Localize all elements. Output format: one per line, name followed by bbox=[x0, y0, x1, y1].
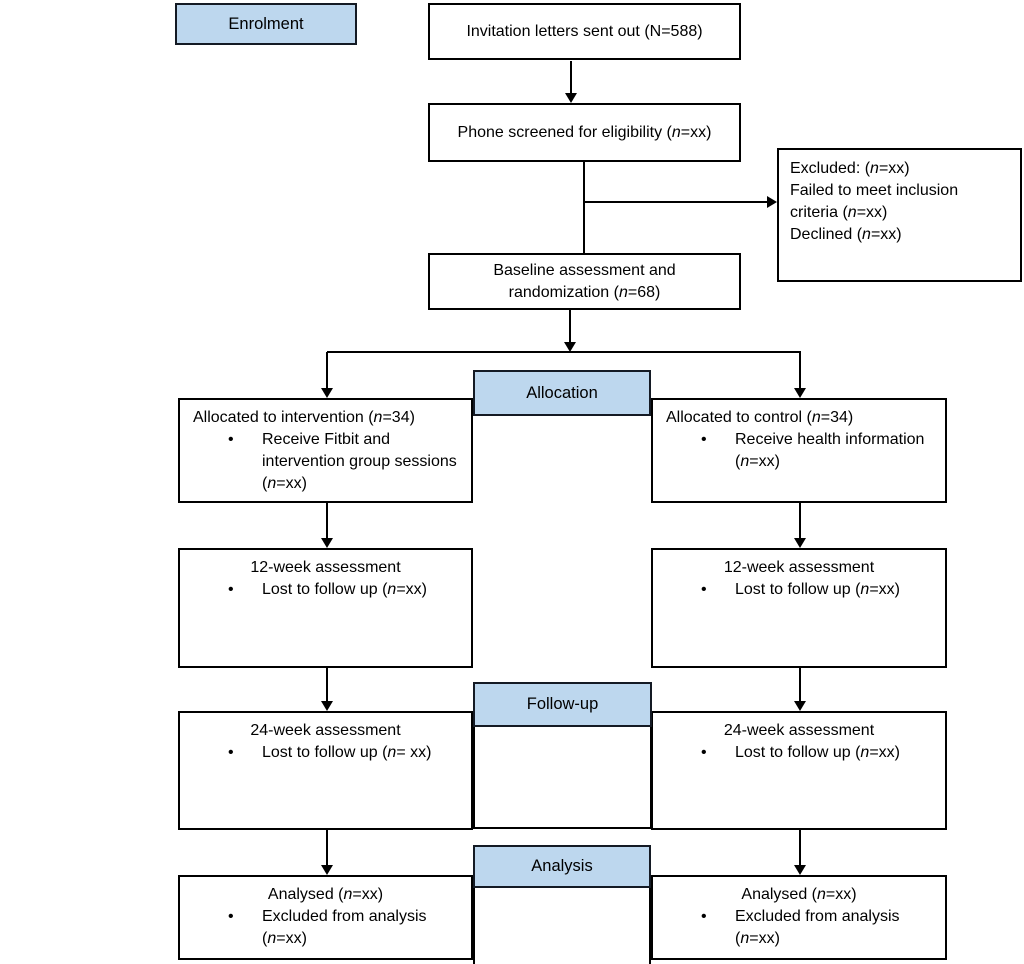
box-analysed-control: Analysed (n=xx) • Excluded from analysis… bbox=[651, 875, 947, 960]
bullet-icon: • bbox=[701, 744, 707, 761]
stage-label-allocation: Allocation bbox=[473, 370, 651, 416]
bullet-item: • Excluded from analysis (n=xx) bbox=[220, 906, 471, 950]
bullet-icon: • bbox=[701, 581, 707, 598]
arrow-intervention-to-12wk bbox=[321, 503, 333, 548]
arrow-invitation-to-phone bbox=[565, 61, 577, 103]
box-text: 24-week assessment bbox=[723, 722, 875, 739]
bullet-text: Receive Fitbit and intervention group se… bbox=[262, 431, 457, 492]
bullet-item: • Lost to follow up (n=xx) bbox=[693, 579, 945, 601]
box-excluded: Excluded: (n=xx) Failed to meet inclusio… bbox=[777, 148, 1022, 282]
bullet-icon: • bbox=[228, 744, 234, 761]
box-allocated-intervention: Allocated to intervention (n=34) • Recei… bbox=[178, 398, 473, 503]
bullet-item: • Excluded from analysis (n=xx) bbox=[693, 906, 945, 950]
line-phone-to-baseline bbox=[583, 162, 585, 253]
bullet-text: Excluded from analysis (n=xx) bbox=[262, 908, 427, 947]
bullet-icon: • bbox=[228, 431, 234, 448]
box-12wk-control: 12-week assessment • Lost to follow up (… bbox=[651, 548, 947, 668]
arrow-baseline-to-split bbox=[564, 310, 576, 352]
arrow-control-to-12wk bbox=[794, 503, 806, 548]
bullet-item: • Receive health information (n=xx) bbox=[693, 429, 945, 473]
box-text: Allocated to control (n=34) bbox=[666, 409, 854, 426]
bullet-item: • Receive Fitbit and intervention group … bbox=[220, 429, 471, 495]
arrow-to-excluded bbox=[584, 196, 777, 208]
stage-label-text: Analysis bbox=[531, 857, 593, 875]
arrow-12wk-to-24wk-right bbox=[794, 668, 806, 711]
bullet-item: • Lost to follow up (n=xx) bbox=[220, 579, 471, 601]
box-text: Allocated to intervention (n=34) bbox=[193, 409, 415, 426]
stage-body-followup bbox=[473, 725, 652, 829]
bullet-icon: • bbox=[228, 908, 234, 925]
box-text: 12-week assessment bbox=[250, 559, 401, 576]
arrow-split-to-intervention bbox=[321, 352, 333, 398]
box-allocated-control: Allocated to control (n=34) • Receive he… bbox=[651, 398, 947, 503]
bullet-text: Excluded from analysis (n=xx) bbox=[735, 908, 900, 947]
split-line bbox=[327, 351, 801, 353]
box-baseline: Baseline assessment and randomization (n… bbox=[428, 253, 741, 310]
arrow-24wk-to-analysed-right bbox=[794, 830, 806, 875]
bullet-text: Lost to follow up (n=xx) bbox=[262, 581, 427, 598]
box-text: 24-week assessment bbox=[250, 722, 401, 739]
box-text: 12-week assessment bbox=[723, 559, 875, 576]
bullet-text: Receive health information (n=xx) bbox=[735, 431, 925, 470]
stage-label-enrolment: Enrolment bbox=[175, 3, 357, 45]
box-invitation: Invitation letters sent out (N=588) bbox=[428, 3, 741, 60]
excluded-line: Declined (n=xx) bbox=[790, 226, 902, 243]
stage-label-analysis: Analysis bbox=[473, 845, 651, 888]
excluded-line: Failed to meet inclusion criteria (n=xx) bbox=[790, 182, 959, 221]
stage-label-text: Follow-up bbox=[526, 695, 599, 713]
stage-label-text: Enrolment bbox=[228, 14, 304, 33]
box-text: Analysed (n=xx) bbox=[741, 886, 857, 903]
box-12wk-intervention: 12-week assessment • Lost to follow up (… bbox=[178, 548, 473, 668]
bullet-text: Lost to follow up (n=xx) bbox=[735, 581, 900, 598]
box-text: Baseline assessment and bbox=[493, 261, 676, 279]
box-24wk-control: 24-week assessment • Lost to follow up (… bbox=[651, 711, 947, 830]
stage-label-text: Allocation bbox=[526, 383, 598, 402]
arrow-split-to-control bbox=[794, 352, 806, 398]
stage-body-analysis bbox=[473, 886, 651, 964]
box-24wk-intervention: 24-week assessment • Lost to follow up (… bbox=[178, 711, 473, 830]
stage-label-followup: Follow-up bbox=[473, 682, 652, 727]
box-text: randomization (n=68) bbox=[508, 283, 661, 301]
bullet-item: • Lost to follow up (n= xx) bbox=[220, 742, 471, 764]
excluded-line: Excluded: (n=xx) bbox=[790, 160, 910, 177]
box-phone-screened: Phone screened for eligibility (n=xx) bbox=[428, 103, 741, 162]
bullet-text: Lost to follow up (n= xx) bbox=[262, 744, 432, 761]
arrow-12wk-to-24wk-left bbox=[321, 668, 333, 711]
arrow-24wk-to-analysed-left bbox=[321, 830, 333, 875]
box-text: Invitation letters sent out (N=588) bbox=[466, 22, 703, 40]
bullet-item: • Lost to follow up (n=xx) bbox=[693, 742, 945, 764]
bullet-text: Lost to follow up (n=xx) bbox=[735, 744, 900, 761]
box-analysed-intervention: Analysed (n=xx) • Excluded from analysis… bbox=[178, 875, 473, 960]
bullet-icon: • bbox=[701, 431, 707, 448]
box-text: Phone screened for eligibility (n=xx) bbox=[457, 123, 712, 141]
box-text: Analysed (n=xx) bbox=[267, 886, 384, 903]
bullet-icon: • bbox=[228, 581, 234, 598]
bullet-icon: • bbox=[701, 908, 707, 925]
